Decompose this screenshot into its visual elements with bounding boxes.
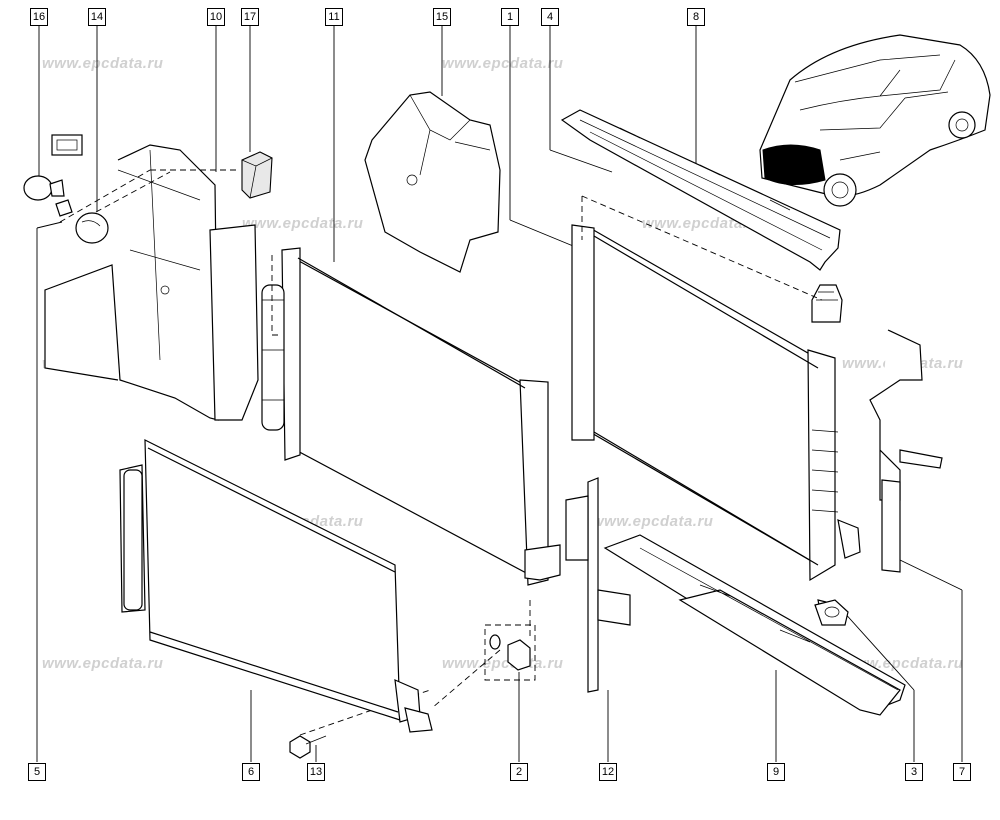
callout-17: 17	[241, 8, 259, 26]
watermark: www.epcdata.ru	[442, 55, 564, 72]
callout-7: 7	[953, 763, 971, 781]
callout-6: 6	[242, 763, 260, 781]
leader-lines	[36, 26, 963, 762]
upper-crossmember	[560, 109, 841, 271]
clip-and-plug	[23, 134, 83, 217]
condenser	[119, 439, 433, 733]
watermark: www.epcdata.ru	[42, 655, 164, 672]
callout-2: 2	[510, 763, 528, 781]
foam-pad	[241, 151, 273, 199]
rubber-plug	[75, 212, 109, 244]
air-deflector-cover	[364, 91, 501, 273]
watermark: www.epcdata.ru	[592, 513, 714, 530]
callout-13: 13	[307, 763, 325, 781]
callout-5: 5	[28, 763, 46, 781]
watermark: www.epcdata.ru	[242, 215, 364, 232]
callout-16: 16	[30, 8, 48, 26]
callout-4: 4	[541, 8, 559, 26]
radiator-rear	[571, 224, 861, 621]
callout-8: 8	[687, 8, 705, 26]
callout-1: 1	[501, 8, 519, 26]
watermark: www.epcdata.ru	[442, 655, 564, 672]
radiator-front	[261, 247, 561, 586]
drain-plug	[489, 634, 531, 671]
side-bracket-right	[869, 329, 943, 573]
watermark: www.epcdata.ru	[42, 55, 164, 72]
callout-3: 3	[905, 763, 923, 781]
vehicle-illustration	[759, 34, 991, 207]
callout-12: 12	[599, 763, 617, 781]
fan-shroud	[44, 144, 259, 421]
callout-10: 10	[207, 8, 225, 26]
callout-9: 9	[767, 763, 785, 781]
lower-deflector	[603, 534, 906, 716]
upper-mount	[811, 284, 843, 323]
callout-11: 11	[325, 8, 343, 26]
screw	[289, 735, 327, 759]
side-bracket-left	[565, 477, 631, 693]
lower-mount	[814, 599, 849, 626]
callout-14: 14	[88, 8, 106, 26]
callout-15: 15	[433, 8, 451, 26]
